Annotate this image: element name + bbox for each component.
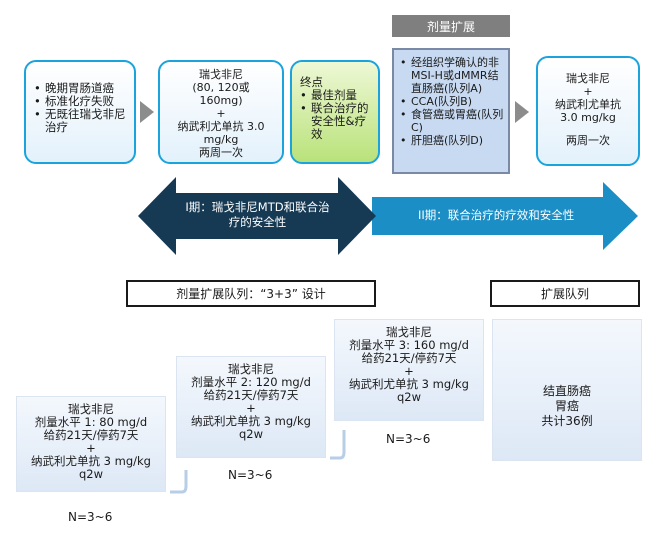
dose-line: q2w: [78, 467, 104, 481]
treatment-line: 纳武利尤单抗: [555, 98, 621, 111]
cohort-line: 共计36例: [541, 414, 593, 428]
list-item: 标准化疗失败: [34, 95, 128, 109]
n-label-3: N=3~6: [386, 432, 431, 446]
phase1-arrow: [138, 177, 376, 255]
dose-level-2: 瑞戈非尼 剂量水平 2: 120 mg/d 给药21天/停药7天 + 纳武利尤单…: [176, 356, 326, 458]
treatment-line: +: [216, 107, 226, 120]
dose-line: 纳武利尤单抗 3 mg/kg: [31, 454, 151, 468]
cohort-box: 经组织学确认的非MSI-H或dMMR结直肠癌(队列A) CCA(队列B) 食管癌…: [392, 48, 510, 174]
endpoint-list: 最佳剂量 联合治疗的安全性&疗效: [300, 89, 374, 141]
treatment-line: 两周一次: [566, 134, 610, 147]
dose-line: 瑞戈非尼: [386, 325, 432, 339]
treatment-line: 纳武利尤单抗 3.0: [177, 120, 265, 133]
eligibility-list: 晚期胃肠道癌 标准化疗失败 无既往瑞戈非尼治疗: [34, 82, 128, 134]
dose-level-1: 瑞戈非尼 剂量水平 1: 80 mg/d 给药21天/停药7天 + 纳武利尤单抗…: [16, 396, 166, 492]
treatment-line: mg/kg: [203, 133, 239, 146]
arrow-right-icon: [515, 101, 529, 123]
dose-line: +: [86, 441, 96, 455]
eligibility-box: 晚期胃肠道癌 标准化疗失败 无既往瑞戈非尼治疗: [24, 60, 136, 164]
step-arrow-icon: [330, 430, 346, 460]
phase1-label: I期：瑞戈非尼MTD和联合治疗的安全性: [180, 200, 335, 230]
cohort-line: 胃癌: [554, 399, 579, 413]
dose-line: +: [246, 401, 256, 415]
phase2-arrow: [372, 182, 638, 250]
dose-line: 瑞戈非尼: [68, 402, 114, 416]
treatment-box: 瑞戈非尼 (80, 120或 160mg) + 纳武利尤单抗 3.0 mg/kg…: [158, 60, 284, 164]
treatment-line: 两周一次: [199, 146, 243, 159]
cohort-line: 结直肠癌: [542, 384, 591, 398]
phase1-text: I期：瑞戈非尼MTD和联合治疗的安全性: [185, 200, 330, 229]
expansion-cohort-box: 结直肠癌 胃癌 共计36例: [492, 319, 642, 461]
list-item: 食管癌或胃癌(队列C): [400, 108, 505, 134]
expansion-cohort-text: 扩展队列: [540, 287, 589, 301]
dose-line: 剂量水平 2: 120 mg/d: [191, 375, 311, 389]
dose-line: 纳武利尤单抗 3 mg/kg: [191, 414, 311, 428]
phase2-text: II期：联合治疗的疗效和安全性: [418, 208, 575, 222]
dose-line: +: [404, 364, 414, 378]
dose-escalation-text: 剂量扩展队列：“3+3” 设计: [176, 287, 326, 301]
n-label-2: N=3~6: [228, 468, 273, 482]
treatment-line: +: [583, 85, 593, 98]
treatment-line: 瑞戈非尼: [566, 72, 610, 85]
list-item: 晚期胃肠道癌: [34, 82, 128, 96]
treatment-line: 瑞戈非尼: [199, 68, 243, 81]
list-item: 经组织学确认的非MSI-H或dMMR结直肠癌(队列A): [400, 56, 505, 95]
phase2-label: II期：联合治疗的疗效和安全性: [418, 208, 574, 223]
endpoint-title: 终点: [300, 75, 323, 89]
treatment-line: 3.0 mg/kg: [560, 111, 616, 124]
dose-line: 剂量水平 3: 160 mg/d: [349, 338, 469, 352]
arrow-right-icon: [140, 101, 154, 123]
step-arrow-icon: [170, 470, 188, 494]
n-label-1: N=3~6: [68, 510, 113, 524]
list-item: 无既往瑞戈非尼治疗: [34, 108, 128, 134]
list-item: CCA(队列B): [400, 95, 505, 108]
treatment-line: (80, 120或: [192, 81, 250, 94]
dose-level-3: 瑞戈非尼 剂量水平 3: 160 mg/d 给药21天/停药7天 + 纳武利尤单…: [334, 319, 484, 421]
dose-line: 给药21天/停药7天: [361, 351, 457, 365]
dose-line: q2w: [396, 390, 422, 404]
dose-line: 纳武利尤单抗 3 mg/kg: [349, 377, 469, 391]
endpoint-box: 终点 最佳剂量 联合治疗的安全性&疗效: [290, 60, 380, 164]
dose-line: 瑞戈非尼: [228, 362, 274, 376]
expansion-treatment-box: 瑞戈非尼 + 纳武利尤单抗 3.0 mg/kg 两周一次: [536, 56, 640, 166]
list-item: 肝胆癌(队列D): [400, 134, 505, 147]
expansion-cohort-label: 扩展队列: [490, 280, 640, 307]
expansion-header-text: 剂量扩展: [426, 19, 475, 34]
list-item: 最佳剂量: [300, 89, 374, 103]
dose-line: 剂量水平 1: 80 mg/d: [34, 415, 148, 429]
expansion-header: 剂量扩展: [392, 15, 510, 37]
treatment-line: 160mg): [199, 94, 243, 107]
cohort-list: 经组织学确认的非MSI-H或dMMR结直肠癌(队列A) CCA(队列B) 食管癌…: [400, 56, 505, 147]
dose-line: 给药21天/停药7天: [43, 428, 139, 442]
dose-line: q2w: [238, 427, 264, 441]
dose-line: 给药21天/停药7天: [203, 388, 299, 402]
dose-escalation-label: 剂量扩展队列：“3+3” 设计: [126, 280, 376, 307]
list-item: 联合治疗的安全性&疗效: [300, 102, 374, 141]
